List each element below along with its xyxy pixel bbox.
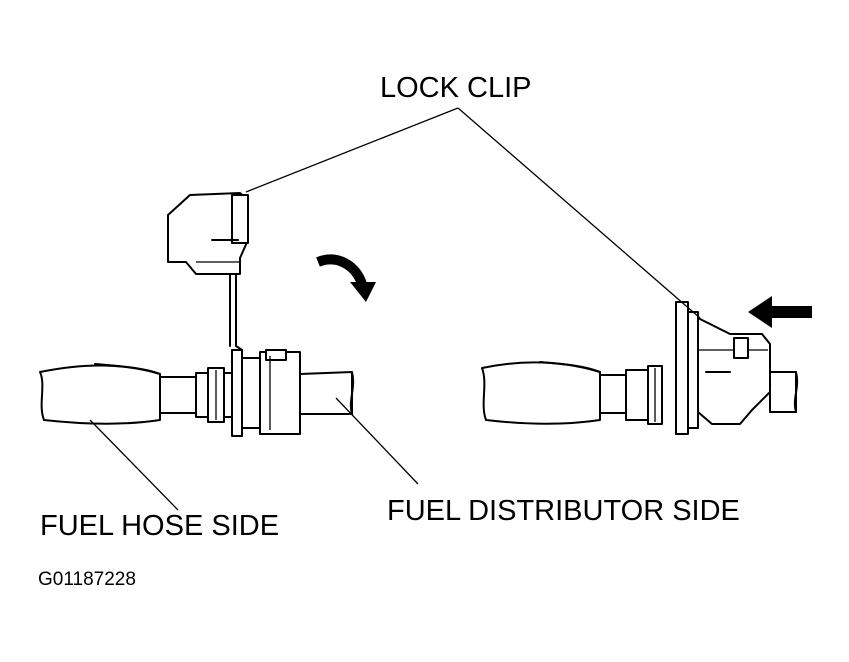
lock-clip-raised bbox=[167, 192, 249, 351]
right-fuel-hose bbox=[481, 361, 601, 425]
push-arrow-icon bbox=[748, 296, 812, 328]
right-distributor-pipe bbox=[769, 371, 799, 413]
leader-fuel-hose-side bbox=[89, 419, 179, 511]
left-fuel-hose bbox=[39, 363, 161, 425]
leader-lock-clip-left bbox=[245, 107, 459, 193]
lock-clip-installed bbox=[697, 317, 771, 425]
leader-lines bbox=[89, 107, 701, 511]
fuel-hose-side-label: FUEL HOSE SIDE bbox=[40, 510, 280, 542]
lock-clip-label: LOCK CLIP bbox=[380, 72, 532, 104]
figure-id-label: G01187228 bbox=[38, 569, 136, 590]
left-connector-body bbox=[159, 349, 301, 437]
leader-fuel-distributor-side bbox=[335, 397, 419, 485]
right-connector-body bbox=[599, 301, 699, 435]
fuel-distributor-side-label: FUEL DISTRIBUTOR SIDE bbox=[387, 495, 740, 527]
curved-arrow-icon bbox=[316, 254, 376, 302]
leader-lock-clip-right bbox=[457, 107, 701, 319]
